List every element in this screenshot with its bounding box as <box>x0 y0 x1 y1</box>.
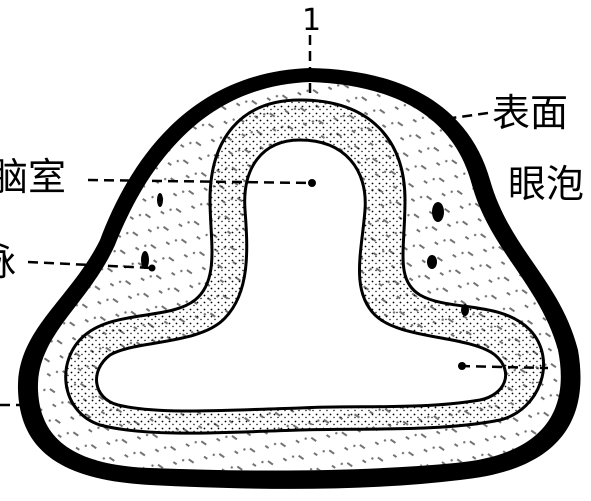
cell-mark <box>157 193 163 207</box>
leader-dot <box>149 265 156 272</box>
label-top-number: 1 <box>302 3 321 38</box>
label-left-mid: 脉 <box>0 240 16 284</box>
label-surface: 表面 <box>492 91 568 135</box>
cell-mark <box>432 202 444 222</box>
cell-mark <box>427 255 437 269</box>
label-ventricle: 脑室 <box>0 155 66 199</box>
label-eye: 眼泡 <box>508 162 584 206</box>
leader-dot <box>308 179 316 187</box>
leader-surface <box>452 113 488 118</box>
cell-mark <box>461 304 469 316</box>
leader-dot <box>458 362 466 370</box>
